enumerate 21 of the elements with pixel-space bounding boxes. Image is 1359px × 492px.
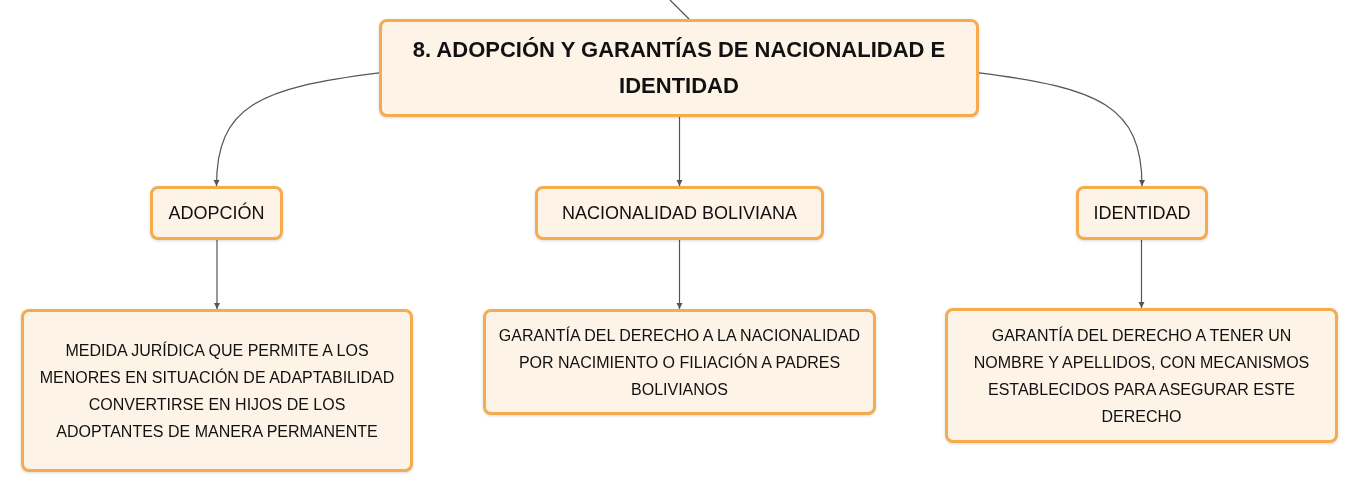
title-box bbox=[379, 19, 979, 117]
connector-line bbox=[669, 0, 690, 20]
topic-box bbox=[535, 186, 824, 240]
description-text: GARANTÍA DEL DERECHO A TENER UN NOMBRE Y APELLIDOS, CON MECANISMOS ESTABLECIDOS PARA ASEGURAR ESTE DERECHO bbox=[972, 325, 1311, 427]
topic-text: NACIONALIDAD BOLIVIANA bbox=[560, 201, 799, 225]
description-box bbox=[21, 309, 413, 472]
topic-text: ADOPCIÓN bbox=[167, 201, 266, 225]
connector-line bbox=[213, 72, 380, 187]
description-text: GARANTÍA DEL DERECHO A LA NACIONALIDAD POR NACIMIENTO O FILIACIÓN A PADRES BOLIVIANOS bbox=[497, 325, 862, 400]
connector-line bbox=[214, 239, 220, 310]
topic-box bbox=[1076, 186, 1208, 240]
connector-line bbox=[978, 72, 1145, 187]
description-box bbox=[483, 309, 876, 415]
topic-box bbox=[150, 186, 283, 240]
connector-line bbox=[1138, 239, 1145, 309]
connector-line bbox=[676, 239, 683, 310]
title-text: 8. ADOPCIÓN Y GARANTÍAS DE NACIONALIDAD E IDENTIDAD bbox=[411, 36, 947, 100]
description-box bbox=[945, 308, 1338, 443]
connector-line bbox=[676, 116, 683, 187]
description-text: MEDIDA JURÍDICA QUE PERMITE A LOS MENORES EN SITUACIÓN DE ADAPTABILIDAD CONVERTIRSE EN HIJOS DE LOS ADOPTANTES DE MANERA PERMANENTE bbox=[38, 340, 396, 442]
topic-text: IDENTIDAD bbox=[1092, 201, 1192, 225]
